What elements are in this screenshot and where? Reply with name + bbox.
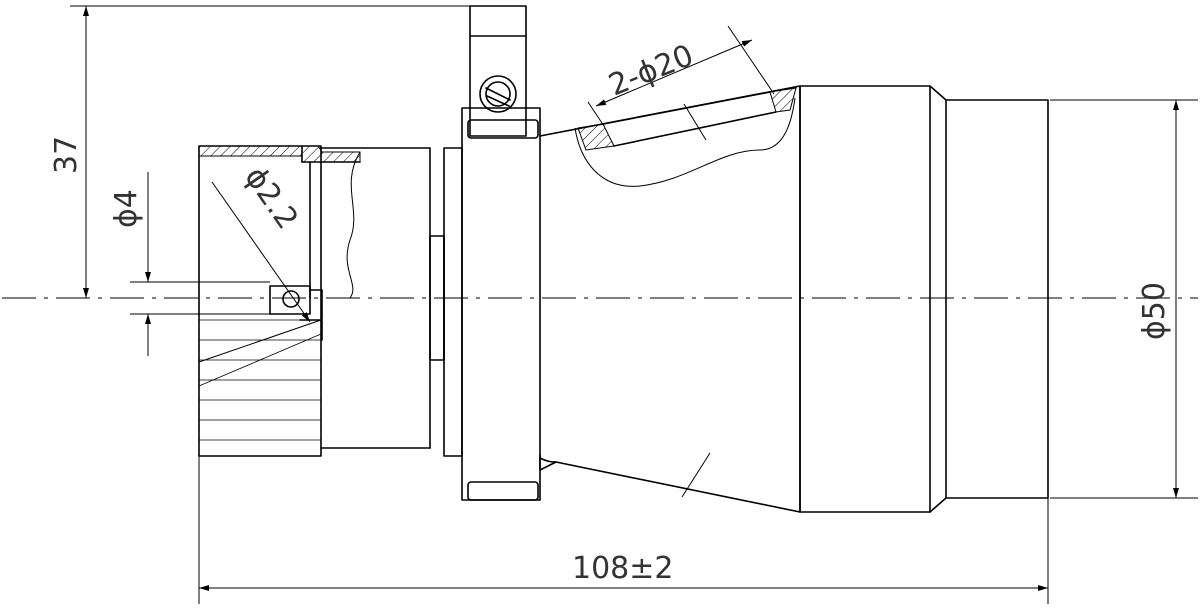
dim-37: 37: [49, 5, 470, 298]
dim-50-label: ϕ50: [1137, 282, 1172, 340]
mid-body: [320, 147, 463, 457]
dim-108: 108±2: [198, 456, 1049, 604]
dim-108-label: 108±2: [572, 551, 673, 586]
screw-head: [479, 75, 517, 113]
dim-2-20: 2-ϕ20: [587, 25, 775, 127]
dim-4-label: ϕ4: [109, 189, 144, 228]
main-cylinder: [799, 85, 1049, 513]
left-cap: [198, 145, 361, 457]
clamp-ring: [461, 5, 541, 501]
dim-2-20-label: 2-ϕ20: [604, 38, 699, 103]
dim-2-2-label: ϕ2.2: [237, 161, 304, 236]
dim-50: ϕ50: [1050, 99, 1198, 499]
dim-4: ϕ4: [109, 172, 290, 356]
conical-body: [539, 85, 801, 513]
dim-37-label: 37: [49, 136, 84, 174]
thread-lines: [198, 319, 322, 441]
